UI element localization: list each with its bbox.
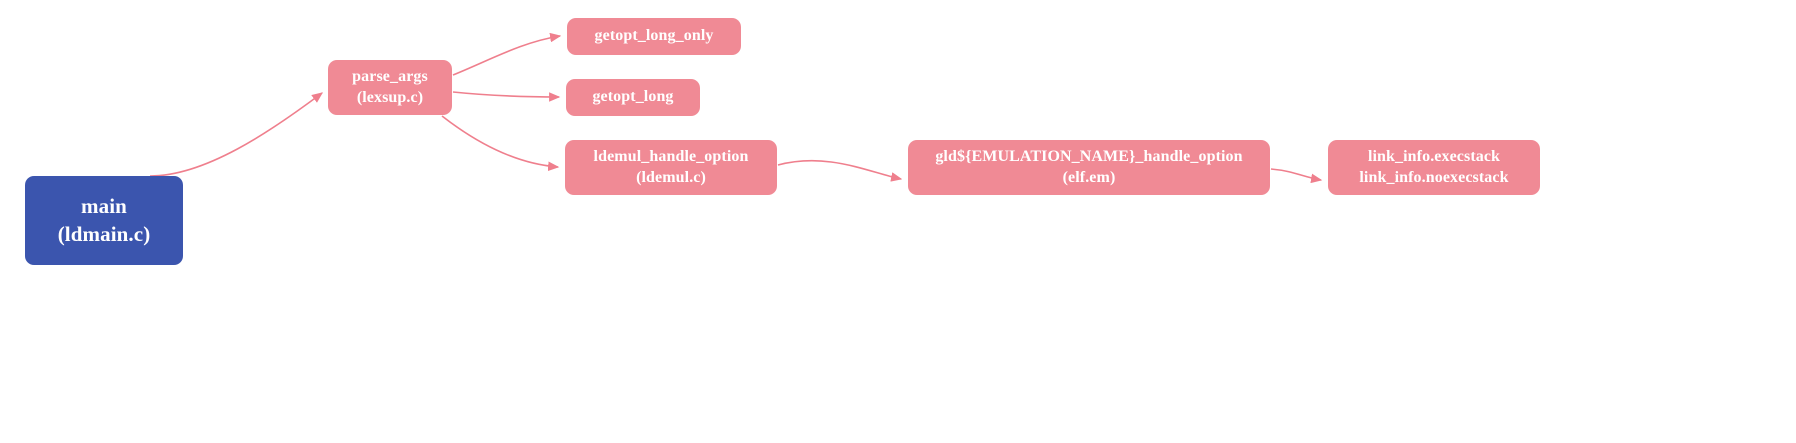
node-link_info_execstack[interactable]: link_info.execstack link_info.noexecstack — [1328, 140, 1540, 195]
node-main[interactable]: main(ldmain.c) — [25, 176, 183, 265]
node-ldemul_handle_option-label-line1: ldemul_handle_option — [593, 147, 749, 165]
edge-parse_args-to-getopt_long — [452, 91, 561, 102]
edge-parse_args-to-getopt_long_only — [452, 32, 562, 76]
node-getopt_long-label-line1: getopt_long — [592, 88, 674, 106]
node-main-label-line1: main — [81, 194, 127, 219]
node-parse_args[interactable]: parse_args (lexsup.c) — [328, 60, 452, 115]
edge-gld_emulation_handle_option-to-link_info_execstack — [1270, 168, 1323, 184]
node-gld_emulation_handle_option-label-line2: (elf.em) — [1062, 168, 1116, 186]
node-parse_args-label-line2: (lexsup.c) — [356, 88, 424, 106]
node-ldemul_handle_option[interactable]: ldemul_handle_option (ldemul.c) — [565, 140, 777, 195]
node-getopt_long_only[interactable]: getopt_long_only — [567, 18, 741, 55]
node-link_info_execstack-label-line2: link_info.noexecstack — [1359, 168, 1509, 186]
node-link_info_execstack-label-line1: link_info.execstack — [1367, 147, 1501, 165]
node-gld_emulation_handle_option[interactable]: gld${EMULATION_NAME}_handle_option (elf.e… — [908, 140, 1270, 195]
edge-parse_args-to-ldemul_handle_option — [441, 115, 560, 172]
edge-main-to-parse_args — [149, 92, 324, 177]
node-parse_args-label-line1: parse_args — [352, 67, 428, 85]
node-getopt_long_only-label-line1: getopt_long_only — [594, 27, 714, 45]
edge-ldemul_handle_option-to-gld_emulation_handle_option — [777, 159, 903, 182]
node-gld_emulation_handle_option-label-line1: gld${EMULATION_NAME}_handle_option — [935, 147, 1243, 165]
node-main-label-line2: (ldmain.c) — [57, 221, 151, 246]
node-getopt_long[interactable]: getopt_long — [566, 79, 700, 116]
node-ldemul_handle_option-label-line2: (ldemul.c) — [636, 168, 706, 186]
